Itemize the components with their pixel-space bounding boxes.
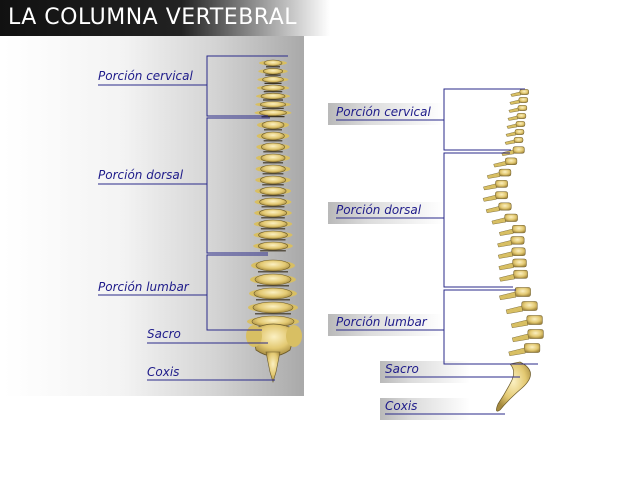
side-spinous-process: [511, 320, 528, 328]
side-spinous-process: [486, 207, 500, 213]
side-vertebra-body: [528, 329, 544, 338]
front-vertebra: [259, 220, 287, 228]
side-vertebra-body: [496, 180, 508, 187]
side-spinous-process: [508, 116, 518, 121]
side-vertebra-body: [514, 270, 528, 278]
side-vertebra-body: [512, 225, 525, 233]
side-spine-illustration: [483, 89, 543, 411]
side-spinous-process: [500, 274, 515, 281]
side-spinous-process: [483, 195, 496, 201]
side-label-coxis: Coxis: [385, 399, 417, 413]
side-spinous-process: [499, 263, 514, 270]
front-vertebra: [259, 209, 287, 217]
side-vertebra-body: [524, 343, 540, 352]
front-vertebra: [253, 302, 293, 313]
front-vertebra: [254, 288, 292, 299]
side-spinous-process: [498, 240, 512, 247]
front-label-lumbar: Porción lumbar: [98, 280, 189, 294]
side-vertebra-body: [513, 147, 524, 154]
side-vertebra-body: [517, 113, 526, 118]
side-spinous-process: [487, 173, 500, 179]
side-vertebra-body: [516, 121, 525, 126]
side-vertebra-body: [505, 214, 518, 221]
side-vertebra-body: [512, 248, 526, 256]
front-vertebra: [260, 102, 286, 108]
front-vertebra: [261, 154, 285, 162]
front-pelvis-left: [246, 325, 262, 347]
side-vertebra-body: [527, 315, 543, 324]
front-coccyx: [266, 352, 280, 382]
front-pelvis-right: [286, 325, 302, 347]
side-spinous-process: [506, 132, 516, 137]
front-vertebra: [263, 77, 284, 83]
side-vertebra-body: [511, 237, 524, 245]
side-spinous-process: [511, 92, 521, 97]
side-label-dorsal: Porción dorsal: [336, 203, 421, 217]
front-vertebra: [259, 231, 288, 239]
side-spinous-process: [509, 348, 526, 356]
front-vertebra: [260, 187, 286, 195]
side-vertebra-body: [499, 169, 511, 176]
front-vertebra: [262, 132, 285, 140]
front-vertebra: [260, 198, 287, 206]
side-vertebra-body: [522, 301, 538, 310]
side-vertebra-body: [514, 137, 523, 142]
front-label-coxis: Coxis: [147, 365, 179, 379]
front-vertebra: [260, 110, 287, 116]
side-spinous-process: [512, 334, 529, 342]
front-vertebra: [261, 143, 284, 151]
front-label-cervical: Porción cervical: [98, 69, 193, 83]
side-spinous-process: [492, 218, 506, 224]
side-label-sacro: Sacro: [385, 362, 419, 376]
front-vertebra: [262, 85, 285, 91]
side-vertebra-body: [515, 129, 524, 134]
side-spinous-process: [499, 292, 516, 300]
side-vertebra-body: [519, 97, 528, 102]
side-spinous-process: [506, 306, 523, 314]
front-vertebra: [262, 121, 284, 129]
front-vertebra: [256, 260, 290, 271]
side-label-cervical: Porción cervical: [336, 105, 431, 119]
front-vertebra: [263, 68, 283, 74]
front-vertebra: [258, 242, 288, 250]
side-spinous-process: [505, 140, 515, 145]
side-vertebra-body: [515, 287, 531, 296]
side-vertebra-body: [495, 192, 507, 199]
side-label-lumbar: Porción lumbar: [336, 315, 427, 329]
side-spinous-process: [510, 100, 520, 105]
side-vertebra-body: [505, 158, 517, 165]
front-vertebra: [255, 274, 291, 285]
front-vertebra: [264, 60, 282, 66]
side-spinous-process: [483, 184, 496, 190]
side-vertebra-body: [499, 203, 512, 210]
side-spinous-process: [507, 124, 517, 129]
front-spine-illustration: [246, 60, 302, 382]
side-spinous-process: [498, 252, 513, 259]
side-leader-lines: [336, 89, 538, 414]
side-sacrum-coccyx: [496, 362, 530, 411]
front-vertebra: [261, 165, 286, 173]
front-vertebra: [260, 176, 286, 184]
side-spinous-process: [509, 108, 519, 113]
side-vertebra-body: [513, 259, 527, 267]
front-vertebra: [261, 93, 285, 99]
side-spinous-process: [499, 229, 513, 236]
front-label-sacro: Sacro: [147, 327, 181, 341]
side-spinous-process: [494, 161, 507, 167]
side-vertebra-body: [518, 105, 527, 110]
side-vertebra-body: [520, 89, 529, 94]
front-label-dorsal: Porción dorsal: [98, 168, 183, 182]
